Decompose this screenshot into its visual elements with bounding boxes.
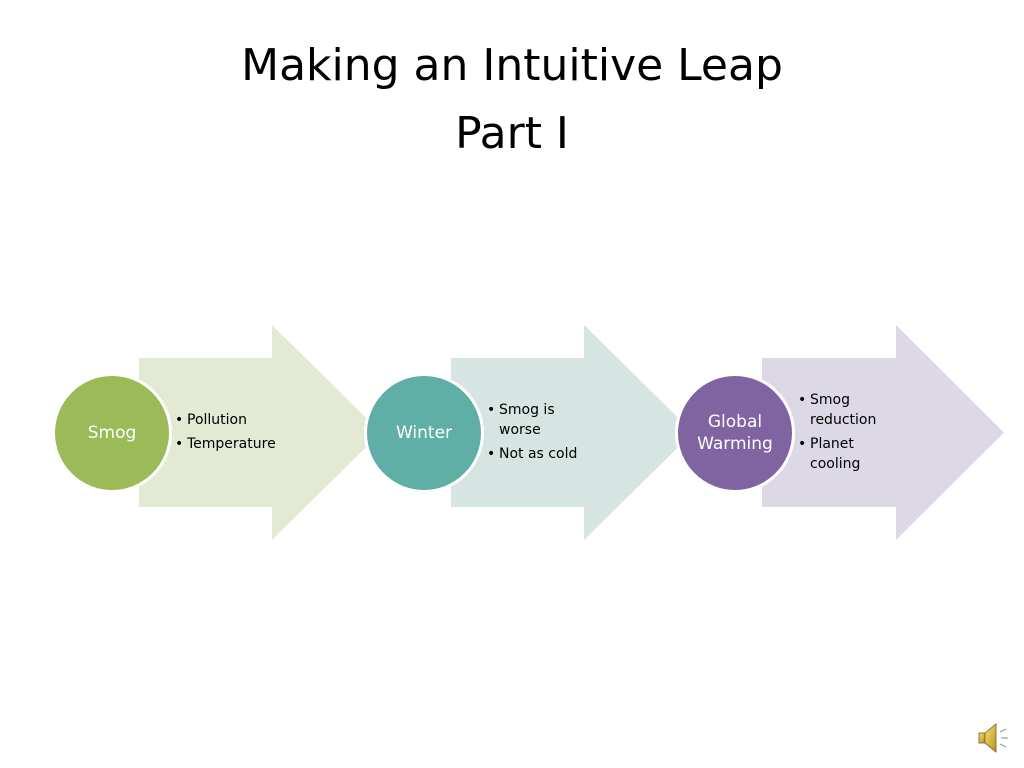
bullet-item: Planet cooling bbox=[798, 434, 893, 474]
bullet-item: Smog is worse bbox=[487, 400, 592, 440]
arrow-shape-global-warming bbox=[762, 325, 1004, 540]
step-circle-smog: Smog bbox=[52, 373, 172, 493]
title-line-1: Making an Intuitive Leap bbox=[241, 40, 783, 91]
step-circle-winter: Winter bbox=[364, 373, 484, 493]
slide-title: Making an Intuitive Leap Part I bbox=[0, 32, 1024, 168]
title-line-2: Part I bbox=[455, 108, 569, 159]
step-label-winter: Winter bbox=[395, 423, 453, 443]
step-label-global-warming: Global Warming bbox=[697, 412, 773, 454]
arrow-body-smog bbox=[139, 325, 381, 540]
bullet-item: Pollution bbox=[175, 410, 305, 430]
bullet-list-smog: Pollution Temperature bbox=[175, 410, 305, 458]
step-label-smog: Smog bbox=[87, 423, 137, 443]
arrow-body-global-warming bbox=[762, 325, 1004, 540]
bullet-list-winter: Smog is worse Not as cold bbox=[487, 400, 592, 468]
bullet-list-global-warming: Smog reduction Planet cooling bbox=[798, 390, 893, 478]
bullet-item: Temperature bbox=[175, 434, 305, 454]
step-circle-global-warming: Global Warming bbox=[675, 373, 795, 493]
speaker-icon[interactable] bbox=[976, 720, 1012, 756]
bullet-item: Smog reduction bbox=[798, 390, 893, 430]
arrow-shape-smog bbox=[139, 325, 381, 540]
bullet-item: Not as cold bbox=[487, 444, 592, 464]
